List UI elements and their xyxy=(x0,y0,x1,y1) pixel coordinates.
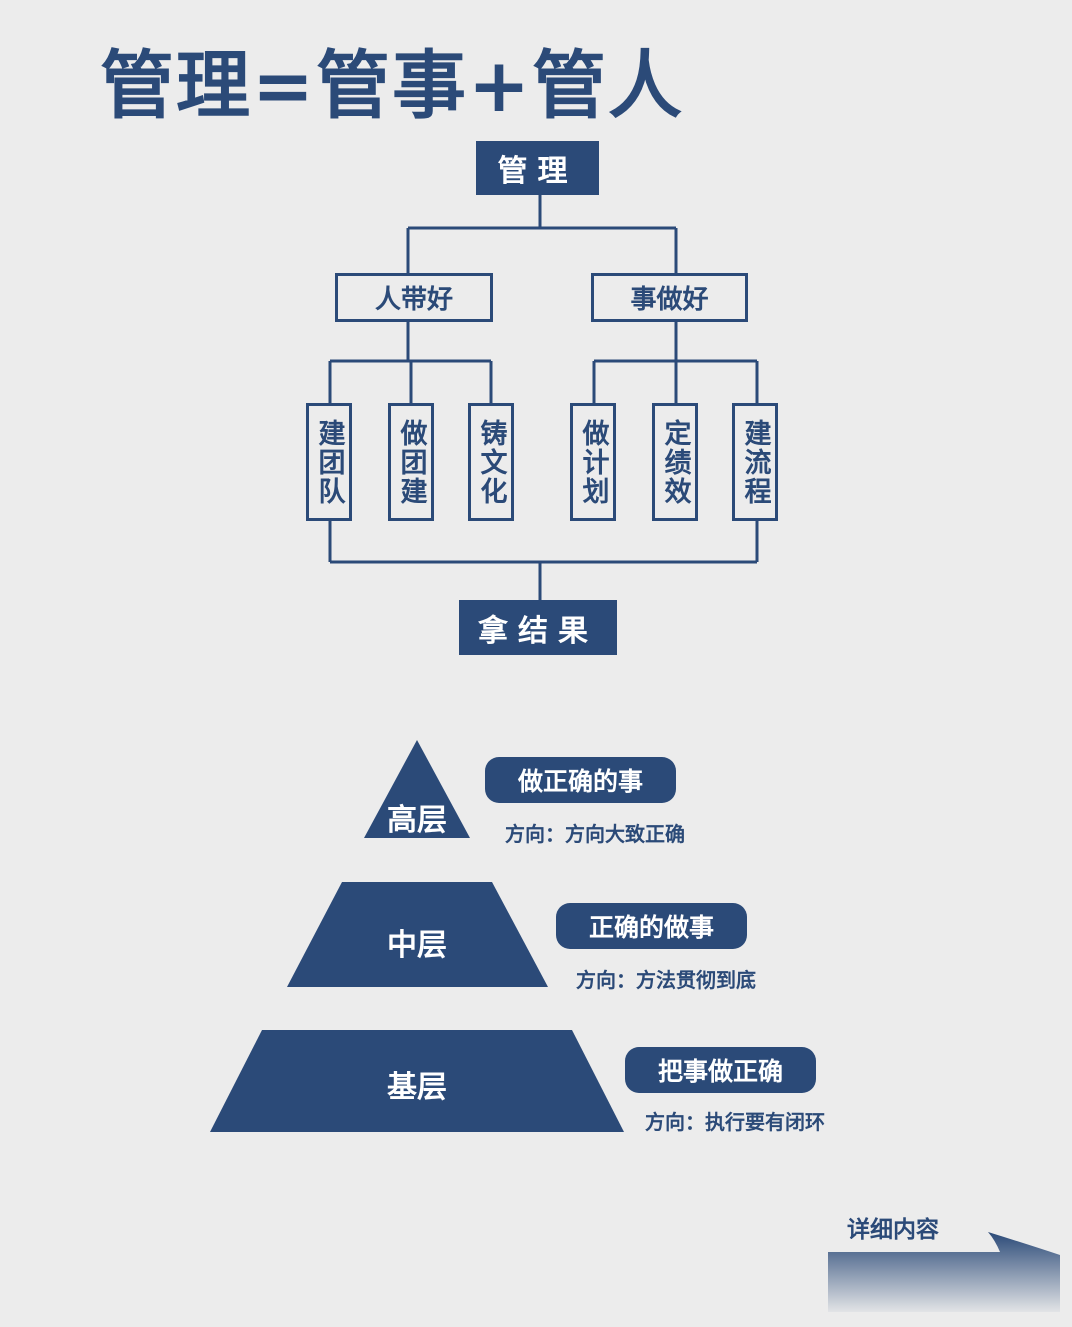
pyramid-top xyxy=(364,740,470,838)
level-label: 高层 xyxy=(387,803,447,838)
root-node: 管理 xyxy=(476,141,599,195)
more-details-link[interactable]: 详细内容 xyxy=(847,1217,939,1243)
level-label: 中层 xyxy=(387,928,447,963)
leaf-node: 定绩效 xyxy=(652,403,698,521)
pyramid-bottom xyxy=(210,1030,624,1132)
direction-text: 方向：方向大致正确 xyxy=(505,822,685,846)
direction-text: 方向：执行要有闭环 xyxy=(645,1110,825,1134)
arrow-icon xyxy=(828,1232,1060,1312)
leaf-node: 铸文化 xyxy=(468,403,514,521)
leaf-node: 做计划 xyxy=(570,403,616,521)
pyramid-middle xyxy=(287,882,548,987)
result-node: 拿结果 xyxy=(459,600,617,655)
branch-people: 人带好 xyxy=(335,273,493,322)
leaf-node: 做团建 xyxy=(388,403,434,521)
level-label: 基层 xyxy=(387,1070,447,1105)
leaf-node: 建团队 xyxy=(306,403,352,521)
branch-tasks: 事做好 xyxy=(591,273,748,322)
slogan-pill: 把事做正确 xyxy=(625,1047,816,1093)
leaf-node: 建流程 xyxy=(732,403,778,521)
page-title: 管理=管事+管人 xyxy=(100,43,685,129)
direction-text: 方向：方法贯彻到底 xyxy=(576,968,756,992)
slogan-pill: 正确的做事 xyxy=(556,903,747,949)
slogan-pill: 做正确的事 xyxy=(485,757,676,803)
